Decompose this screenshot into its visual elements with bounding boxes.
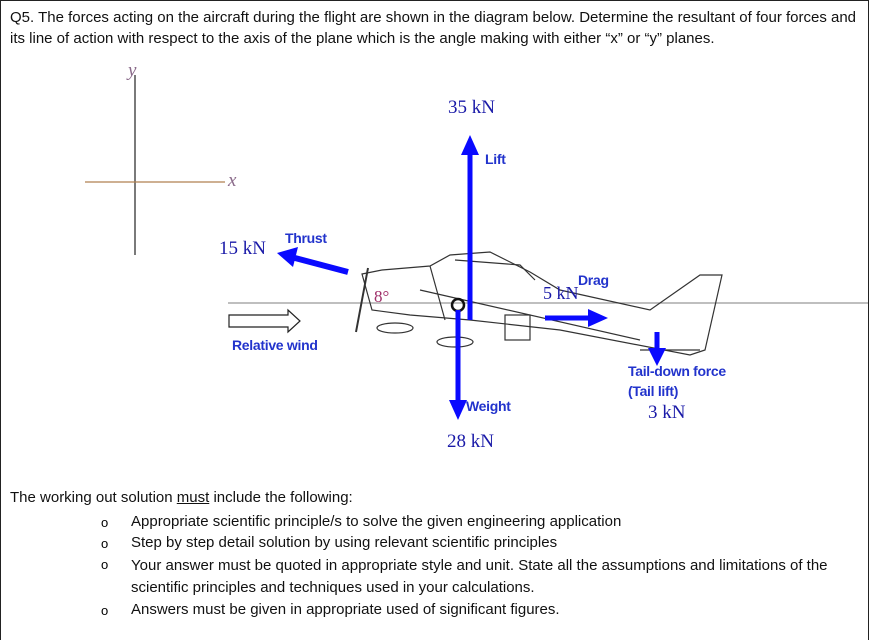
tail-sublabel: (Tail lift) [628,383,679,399]
tail-value: 3 kN [648,402,686,423]
y-axis-label: y [128,60,137,81]
lift-value: 35 kN [448,97,495,118]
thrust-value: 15 kN [219,238,266,259]
force-diagram [85,75,868,420]
list-item: Your answer must be quoted in appropriat… [131,557,828,596]
center-of-gravity-icon [450,297,466,313]
relative-wind-arrow-icon [228,308,301,334]
drag-label: Drag [578,272,609,288]
tail-label: Tail-down force [628,363,726,379]
bullet-icon: o [101,515,109,530]
list-item: Answers must be given in appropriate use… [131,601,560,618]
weight-label: Weight [466,398,511,414]
angle-label: 8° [374,287,390,306]
drag-value: 5 kN [543,283,579,303]
list-item: Step by step detail solution by using re… [131,534,558,551]
list-item: Appropriate scientific principle/s to so… [131,513,622,530]
relative-wind-label: Relative wind [232,337,318,353]
bullet-icon: o [101,557,109,572]
x-axis-label: x [228,170,237,191]
weight-value: 28 kN [447,431,494,452]
question-text: Q5. The forces acting on the aircraft du… [10,9,857,47]
thrust-label: Thrust [285,230,327,246]
bullet-icon: o [101,603,109,618]
bullet-icon: o [101,536,109,551]
thrust-arrow [294,255,349,275]
lift-label: Lift [485,151,506,167]
requirements-intro: The working out solution must include th… [10,489,353,506]
